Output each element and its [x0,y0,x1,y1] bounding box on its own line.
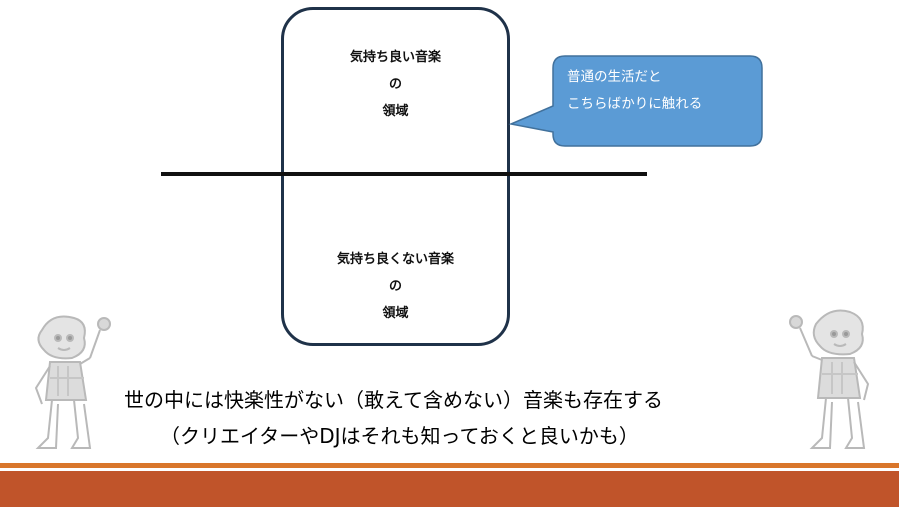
upper-region-line3: 領域 [382,104,409,119]
waving-character-icon [789,309,870,449]
pleasure-divider-line [161,172,647,176]
lower-region-label: 気持ち良くない音楽 の 領域 [281,246,510,327]
lower-region-line2: の [388,279,402,294]
callout-line2: こちらばかりに触れる [567,96,703,112]
music-domain-frame [281,7,510,346]
callout-line1: 普通の生活だと [567,69,662,85]
caption-line1: 世の中には快楽性がない（敢えて含めない）音楽も存在する [124,388,663,412]
upper-region-line2: の [388,77,402,92]
upper-region-label: 気持ち良い音楽 の 領域 [281,44,510,125]
callout-text: 普通の生活だと こちらばかりに触れる [567,64,757,118]
caption-line2: （クリエイターやDJはそれも知っておくと良いかも） [160,424,639,448]
lower-region-line3: 領域 [382,306,409,321]
upper-region-line1: 気持ち良い音楽 [349,50,441,65]
footer-band [0,471,899,507]
footer-accent-line [0,463,899,468]
waving-character-icon [34,315,111,449]
callout-shape [508,55,763,147]
lower-region-line1: 気持ち良くない音楽 [336,252,454,267]
callout-bubble [508,55,763,147]
